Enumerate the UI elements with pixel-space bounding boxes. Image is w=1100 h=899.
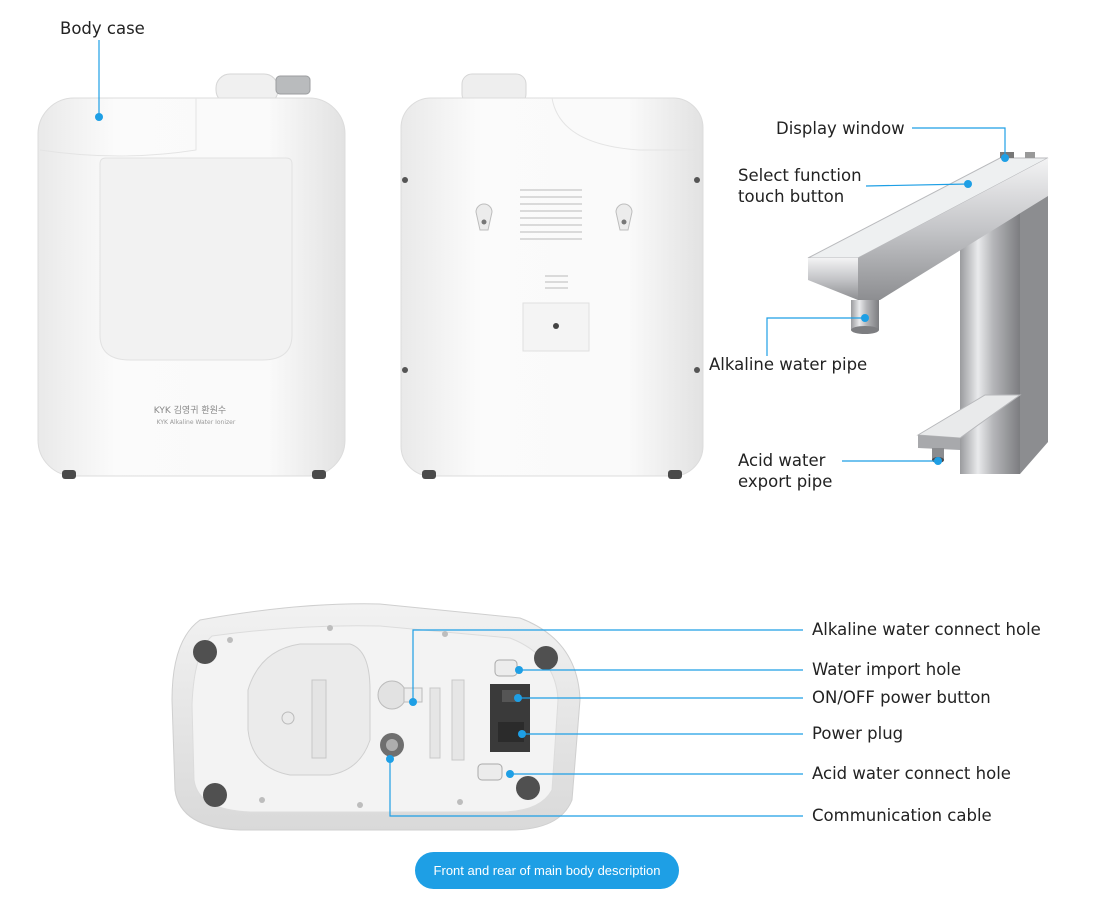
label-display-window: Display window bbox=[776, 119, 905, 138]
label-water-import: Water import hole bbox=[812, 660, 962, 679]
label-body-case: Body case bbox=[60, 19, 145, 38]
label-acid-export: Acid water export pipe bbox=[738, 451, 833, 491]
label-select-function: Select function touch button bbox=[738, 166, 862, 206]
label-onoff-button: ON/OFF power button bbox=[812, 688, 991, 707]
label-communication-cable: Communication cable bbox=[812, 806, 992, 825]
label-power-plug: Power plug bbox=[812, 724, 904, 743]
label-acid-connect: Acid water connect hole bbox=[812, 764, 1011, 783]
caption-badge: Front and rear of main body description bbox=[415, 852, 679, 889]
label-alkaline-connect: Alkaline water connect hole bbox=[812, 620, 1041, 639]
label-alkaline-pipe: Alkaline water pipe bbox=[709, 355, 868, 374]
device-brand-print: KYK 김영귀 환원수 bbox=[154, 404, 226, 416]
bottom-view-illustration bbox=[171, 603, 581, 831]
device-model-print: KYK Alkaline Water Ionizer bbox=[157, 419, 236, 426]
rear-body-illustration bbox=[400, 73, 704, 479]
front-body-illustration bbox=[37, 73, 346, 479]
